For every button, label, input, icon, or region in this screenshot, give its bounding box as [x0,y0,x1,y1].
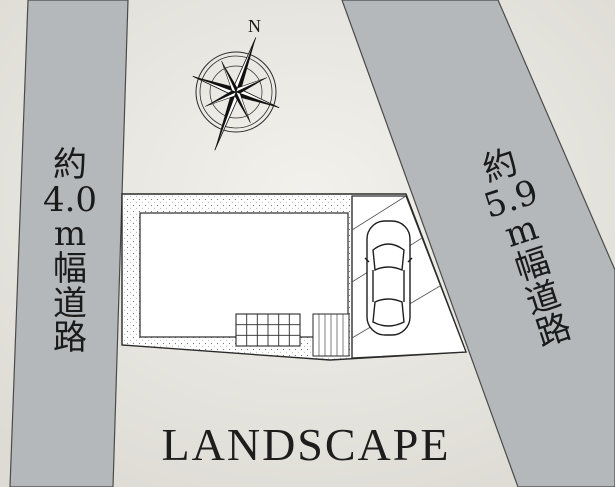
entry-steps [312,313,350,357]
compass-rose-icon [192,37,280,151]
road-left-label-line: 4.0 [42,179,98,220]
road-left-width-label: 約 4.0 m 幅 道 路 [40,148,100,356]
deck-grid [235,313,301,347]
road-left [9,0,129,487]
road-right-label-line: 路 [531,306,577,356]
road-left-label-line: 道 [53,283,87,324]
north-label: N [248,16,261,36]
road-left-label-line: m [53,214,87,255]
car-icon [364,220,413,336]
road-left-label-line: 約 [53,145,87,185]
road-right [341,0,615,487]
road-left-label-line: 幅 [53,249,87,290]
road-left-label-line: 路 [53,318,87,359]
landscape-title: LANDSCAPE [161,419,451,470]
